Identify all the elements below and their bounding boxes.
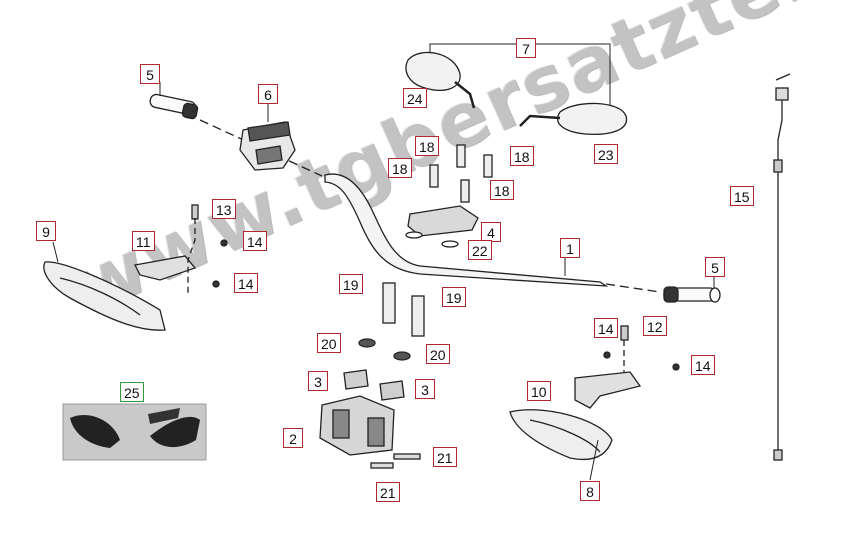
callout-22: 22 <box>468 240 492 260</box>
callout-14-a: 14 <box>243 231 267 251</box>
callout-19-right: 19 <box>442 287 466 307</box>
callout-14-c: 14 <box>594 318 618 338</box>
callout-5-right: 5 <box>705 257 725 277</box>
callout-7: 7 <box>516 38 536 58</box>
callout-3-left: 3 <box>308 371 328 391</box>
handlebar-clamp <box>405 144 493 248</box>
callout-24: 24 <box>403 88 427 108</box>
callout-18-a: 18 <box>415 136 439 156</box>
callout-18-d: 18 <box>490 180 514 200</box>
callout-23: 23 <box>594 144 618 164</box>
callout-14-b: 14 <box>234 273 258 293</box>
callout-14-d: 14 <box>691 355 715 375</box>
callout-15: 15 <box>730 186 754 206</box>
right-mirror <box>519 102 628 136</box>
callout-8: 8 <box>580 481 600 501</box>
callout-18-c: 18 <box>510 146 534 166</box>
handlebar-tube <box>324 173 609 287</box>
right-grip <box>663 286 721 303</box>
callout-13: 13 <box>212 199 236 219</box>
callout-3-right: 3 <box>415 379 435 399</box>
callout-20-left: 20 <box>317 333 341 353</box>
callout-12: 12 <box>643 316 667 336</box>
left-grip <box>149 93 199 120</box>
switch-housing <box>239 121 296 171</box>
callout-18-b: 18 <box>388 158 412 178</box>
callout-5-left: 5 <box>140 64 160 84</box>
inset-photo-handguards <box>62 403 207 461</box>
callout-20-right: 20 <box>426 344 450 364</box>
callout-21-bottom: 21 <box>376 482 400 502</box>
callout-11: 11 <box>132 231 155 251</box>
callout-6: 6 <box>258 84 278 104</box>
callout-19-left: 19 <box>339 274 363 294</box>
right-handguard <box>509 325 680 461</box>
left-handguard <box>43 204 228 331</box>
callout-2: 2 <box>283 428 303 448</box>
callout-1: 1 <box>560 238 580 258</box>
callout-10: 10 <box>527 381 551 401</box>
throttle-cable <box>773 73 791 461</box>
callout-25: 25 <box>120 382 144 402</box>
left-mirror <box>405 51 476 109</box>
callout-4: 4 <box>481 222 501 242</box>
callout-21-right: 21 <box>433 447 457 467</box>
riser-assembly <box>319 282 425 469</box>
callout-9: 9 <box>36 221 56 241</box>
